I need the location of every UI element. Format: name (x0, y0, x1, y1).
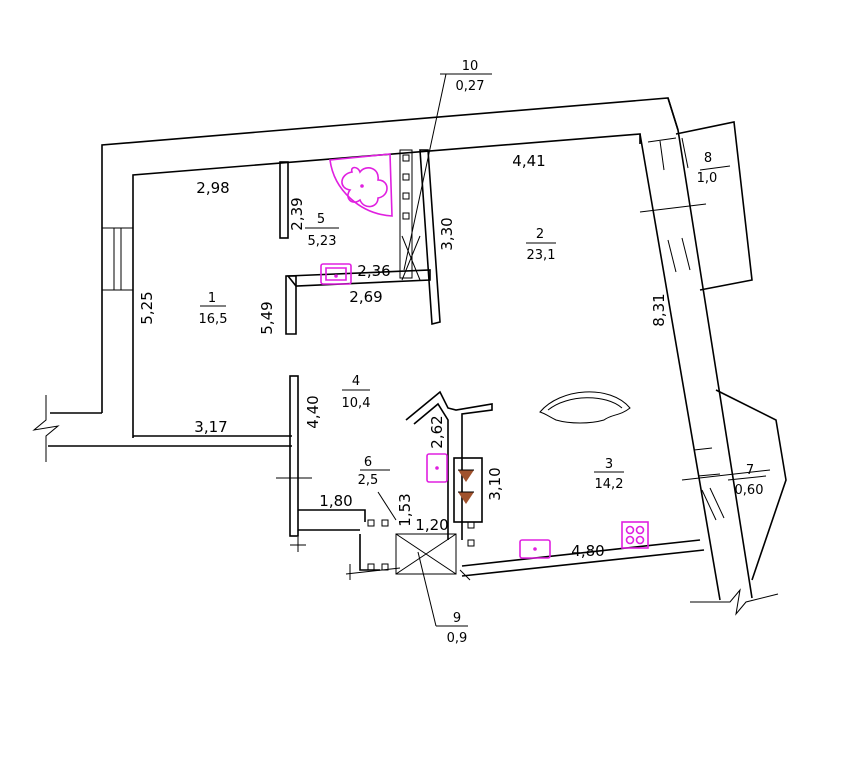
room-10-area: 0,27 (456, 79, 485, 94)
room-3-number: 3 (605, 457, 613, 472)
room-9-area: 0,9 (447, 631, 468, 646)
sink-icon (426, 453, 551, 559)
room-4-number: 4 (352, 374, 360, 389)
room-9-number: 9 (453, 611, 461, 626)
dim-4-41: 4,41 (512, 152, 545, 170)
dim-1-53: 1,53 (396, 493, 414, 526)
dim-5-49: 5,49 (258, 301, 276, 334)
dim-2-36: 2,36 (357, 262, 390, 280)
room-7-number: 7 (746, 463, 754, 478)
dim-4-40: 4,40 (304, 395, 322, 428)
outer-walls (32, 97, 779, 616)
dim-1-80: 1,80 (319, 492, 352, 510)
stove-icon (621, 521, 649, 549)
bathtub-icon (329, 153, 393, 217)
dim-8-31: 8,31 (650, 293, 668, 326)
balcony-8 (639, 121, 753, 291)
room-3-area: 14,2 (595, 477, 624, 492)
room-1-area: 16,5 (199, 312, 228, 327)
room-8-area: 1,0 (697, 171, 718, 186)
dimension-labels: 2,98 4,41 2,39 3,30 2,36 2,69 5,25 5,49 … (138, 152, 668, 560)
room-5-number: 5 (317, 212, 325, 227)
dim-5-25: 5,25 (138, 291, 156, 324)
room-5-area: 5,23 (308, 234, 337, 249)
room-10-number: 10 (462, 59, 479, 74)
dim-2-39: 2,39 (288, 197, 306, 230)
room-2-area: 23,1 (527, 248, 556, 263)
dim-3-30: 3,30 (438, 217, 456, 250)
dim-1-20: 1,20 (415, 516, 448, 534)
dim-3-10: 3,10 (486, 467, 504, 500)
dim-4-80: 4,80 (571, 542, 604, 560)
room-labels: 1 16,5 2 23,1 3 14,2 4 10,4 5 5,23 6 2,5… (199, 59, 764, 646)
dim-2-98: 2,98 (196, 179, 229, 197)
dim-2-69: 2,69 (349, 288, 382, 306)
bathroom-sink-icon (320, 263, 352, 285)
room-4-area: 10,4 (342, 396, 371, 411)
room-2-number: 2 (536, 227, 544, 242)
room-6-area: 2,5 (358, 473, 379, 488)
room-7-area: 0,60 (735, 483, 764, 498)
dim-2-62: 2,62 (428, 415, 446, 448)
room-8-number: 8 (704, 151, 712, 166)
room-6-number: 6 (364, 455, 372, 470)
dim-3-17: 3,17 (194, 418, 227, 436)
interior-walls (276, 149, 705, 581)
ceiling-lamp-icon (539, 391, 631, 424)
room-1-number: 1 (208, 291, 216, 306)
leader-lines (360, 73, 767, 627)
bay-7 (681, 389, 787, 581)
